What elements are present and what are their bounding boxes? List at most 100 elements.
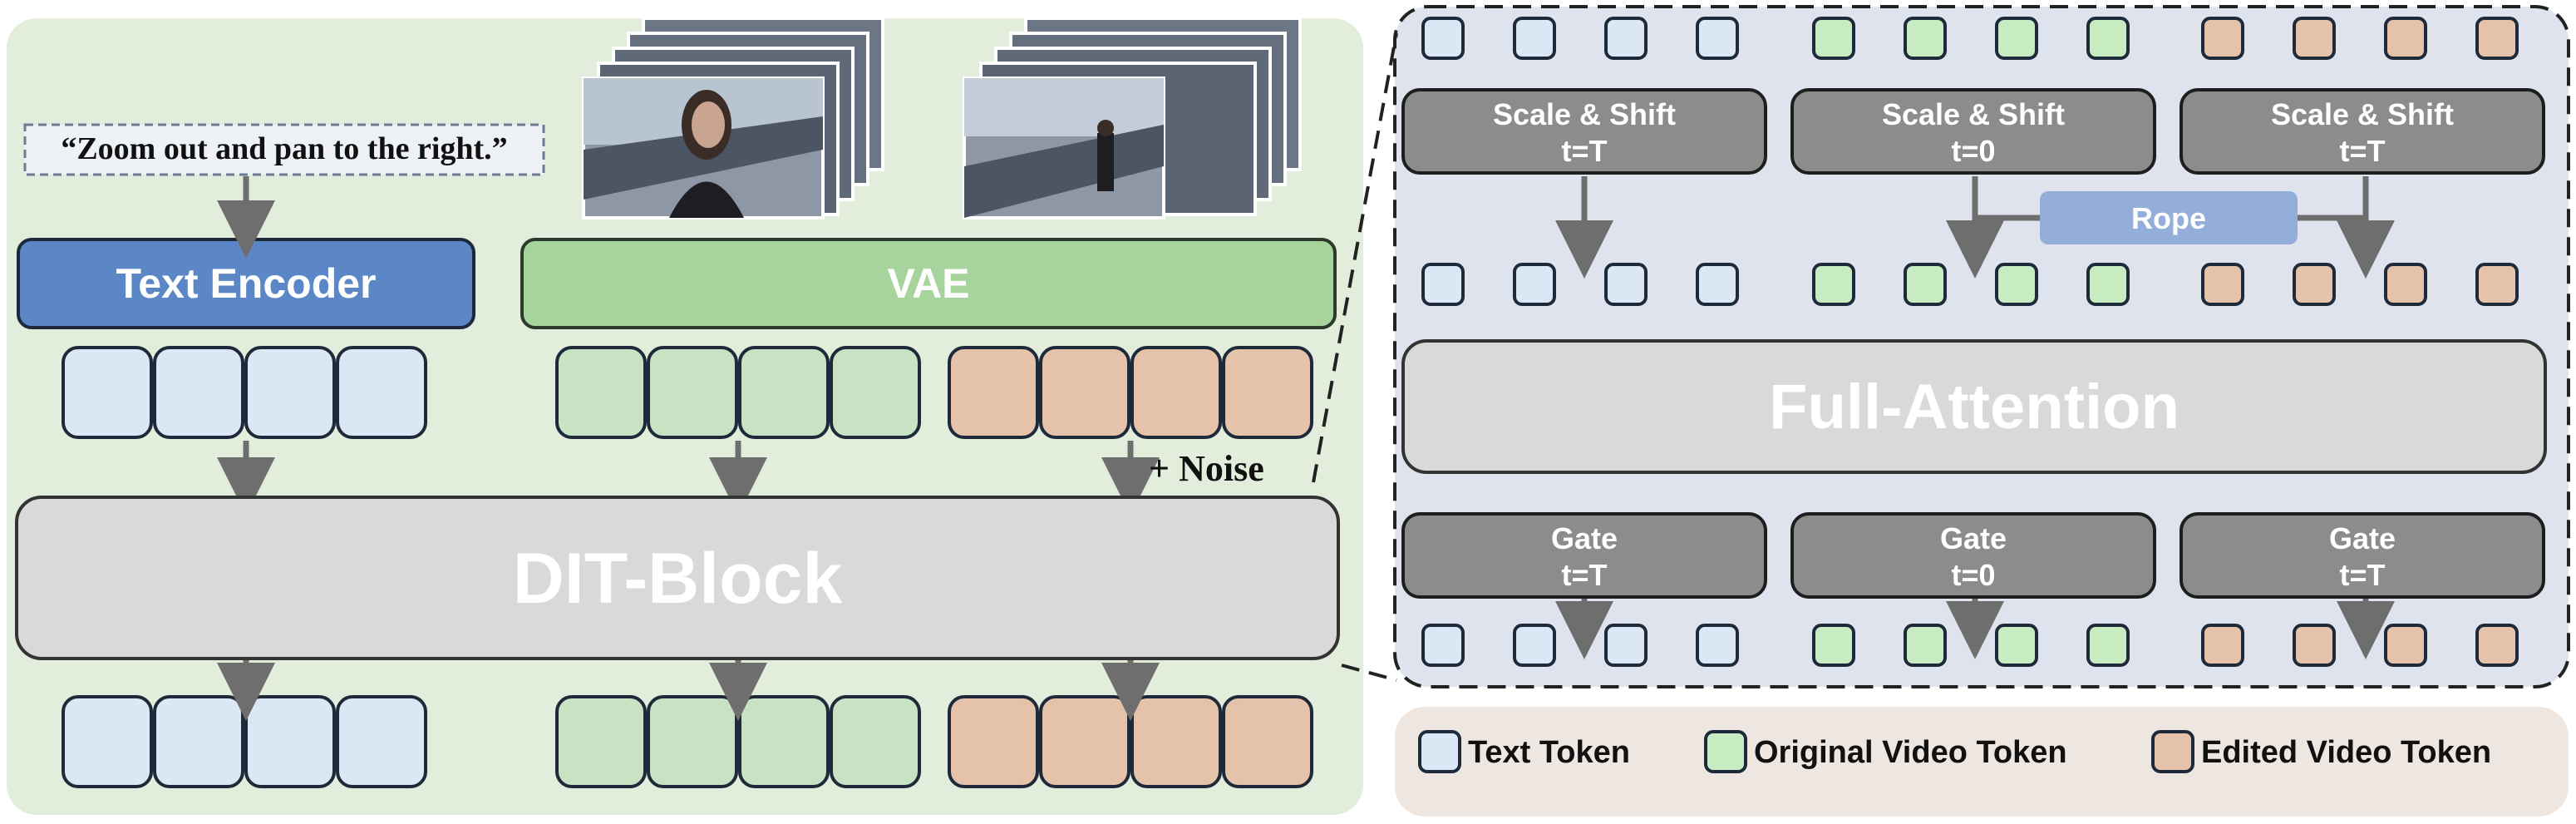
small-original-token — [1995, 17, 2038, 60]
input-original-token — [830, 346, 921, 439]
original-video-frames — [582, 17, 884, 220]
small-original-token — [2086, 624, 2130, 667]
gate-timestep: t=T — [2339, 558, 2385, 592]
input-text-token — [244, 346, 336, 439]
small-edited-token — [2201, 624, 2244, 667]
vae-label: VAE — [887, 260, 969, 307]
input-text-token — [62, 346, 153, 439]
output-text-token — [244, 695, 336, 788]
scale-shift-box — [1790, 88, 2156, 175]
gate-title: Gate — [2329, 521, 2396, 555]
small-original-token — [1904, 624, 1947, 667]
small-edited-token — [2201, 17, 2244, 60]
gate-title: Gate — [1940, 521, 2007, 555]
small-original-token — [1812, 263, 1855, 306]
noise-label: + Noise — [1149, 448, 1264, 489]
output-text-token — [153, 695, 244, 788]
gate-box — [1401, 512, 1767, 599]
input-text-token — [336, 346, 427, 439]
prompt-box — [23, 123, 545, 176]
small-original-token — [1995, 263, 2038, 306]
small-edited-token — [2475, 17, 2519, 60]
small-text-token — [1696, 17, 1739, 60]
legend-edited-token-swatch — [2151, 730, 2194, 773]
small-original-token — [2086, 17, 2130, 60]
output-text-token — [62, 695, 153, 788]
right-token-rows — [1421, 17, 2519, 667]
input-text-token — [153, 346, 244, 439]
output-text-token — [336, 695, 427, 788]
legend-panel — [1395, 707, 2569, 817]
input-edited-token — [1039, 346, 1130, 439]
scale-shift-timestep: t=T — [2339, 134, 2385, 168]
small-edited-token — [2293, 624, 2336, 667]
scale-shift-box — [2180, 88, 2545, 175]
small-text-token — [1513, 624, 1556, 667]
small-edited-token — [2293, 263, 2336, 306]
small-original-token — [1995, 624, 2038, 667]
gate-timestep: t=0 — [1951, 558, 1995, 592]
small-text-token — [1604, 17, 1648, 60]
dit-block — [15, 496, 1340, 660]
input-edited-token — [948, 346, 1039, 439]
rope-box — [2040, 191, 2298, 244]
edited-video-frames — [963, 17, 1302, 220]
scale-shift-title: Scale & Shift — [2271, 97, 2454, 131]
small-edited-token — [2384, 263, 2427, 306]
gate-box — [1790, 512, 2156, 599]
rope-label: Rope — [2131, 201, 2206, 235]
output-original-token — [647, 695, 738, 788]
zoom-connector-top — [1312, 32, 1398, 483]
gate-timestep: t=T — [1561, 558, 1607, 592]
legend-original-token-label: Original Video Token — [1754, 735, 2067, 770]
output-edited-token — [948, 695, 1039, 788]
scale-shift-box — [1401, 88, 1767, 175]
text-encoder-label: Text Encoder — [116, 260, 376, 307]
vae-box — [520, 238, 1337, 329]
prompt-text: “Zoom out and pan to the right.” — [61, 131, 507, 166]
small-edited-token — [2475, 263, 2519, 306]
output-original-token — [738, 695, 830, 788]
small-edited-token — [2201, 263, 2244, 306]
small-text-token — [1421, 17, 1465, 60]
scale-shift-timestep: t=T — [1561, 134, 1607, 168]
small-edited-token — [2475, 624, 2519, 667]
input-original-token — [738, 346, 830, 439]
scale-shift-title: Scale & Shift — [1882, 97, 2065, 131]
small-edited-token — [2384, 624, 2427, 667]
small-edited-token — [2384, 17, 2427, 60]
legend-text-token-label: Text Token — [1468, 735, 1630, 770]
output-original-token — [830, 695, 921, 788]
input-edited-token — [1222, 346, 1313, 439]
input-original-token — [555, 346, 647, 439]
small-text-token — [1604, 263, 1648, 306]
gate-title: Gate — [1551, 521, 1618, 555]
scale-shift-title: Scale & Shift — [1493, 97, 1676, 131]
scale-shift-timestep: t=0 — [1951, 134, 1995, 168]
small-text-token — [1696, 263, 1739, 306]
small-edited-token — [2293, 17, 2336, 60]
small-text-token — [1421, 263, 1465, 306]
output-edited-token — [1039, 695, 1130, 788]
output-original-token — [555, 695, 647, 788]
output-edited-token — [1222, 695, 1313, 788]
legend-text-token-swatch — [1418, 730, 1461, 773]
gate-box — [2180, 512, 2545, 599]
small-text-token — [1696, 624, 1739, 667]
input-edited-token — [1130, 346, 1222, 439]
zoom-connector-bottom — [1341, 664, 1397, 682]
legend-original-token-swatch — [1704, 730, 1747, 773]
full-attention-box — [1401, 339, 2547, 474]
small-text-token — [1421, 624, 1465, 667]
small-original-token — [1904, 263, 1947, 306]
small-text-token — [1604, 624, 1648, 667]
small-text-token — [1513, 263, 1556, 306]
full-attention-label: Full-Attention — [1769, 372, 2180, 442]
output-edited-token — [1130, 695, 1222, 788]
left-token-rows — [62, 346, 1313, 788]
small-original-token — [1812, 17, 1855, 60]
small-text-token — [1513, 17, 1556, 60]
